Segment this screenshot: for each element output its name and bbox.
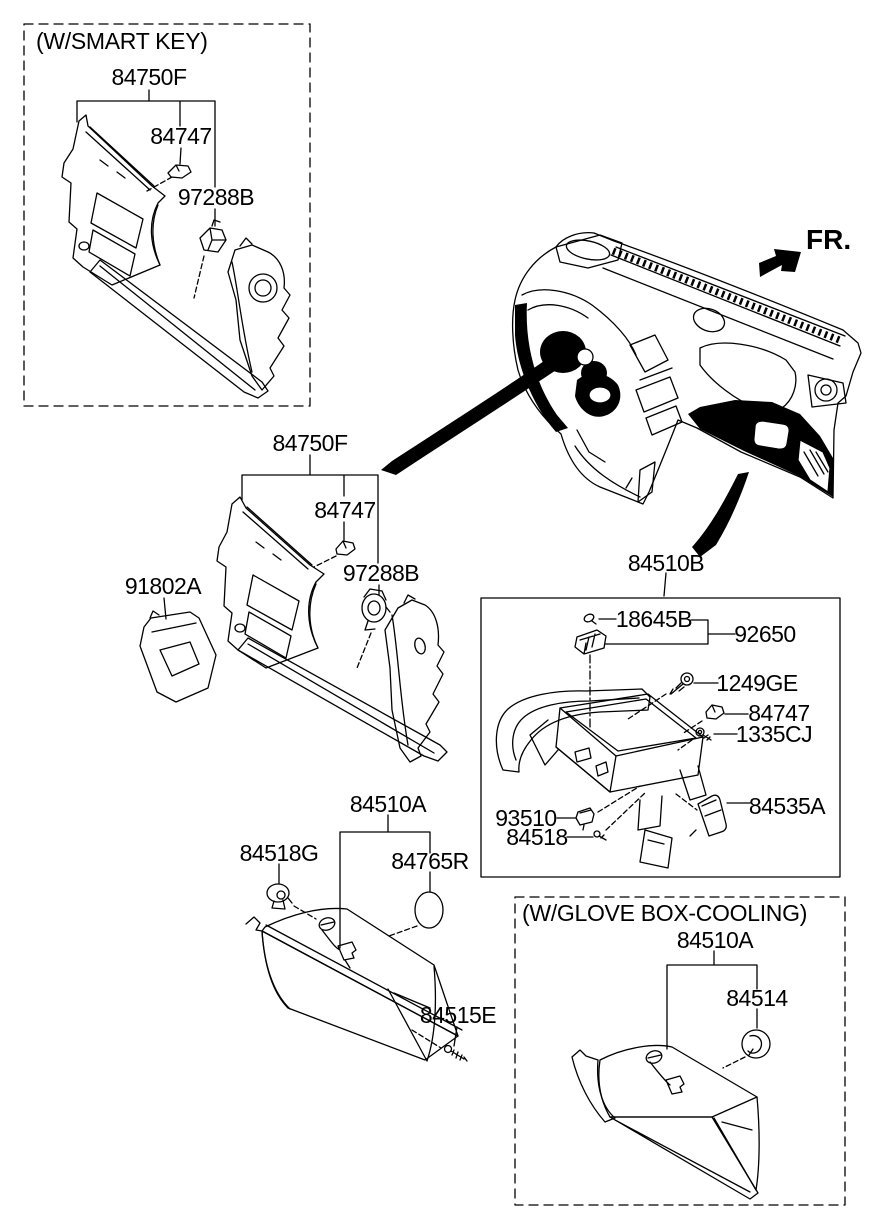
- part-label-97288b-main: 97288B: [342, 560, 420, 586]
- part-label-1249ge: 1249GE: [716, 670, 798, 696]
- part-label-84747-smart-key: 84747: [150, 123, 212, 149]
- smart-key-section-title: (W/SMART KEY): [36, 28, 208, 54]
- part-label-93510: 93510: [495, 805, 557, 831]
- part-label-84515e: 84515E: [419, 1002, 497, 1028]
- fr-direction-arrow-icon: [759, 249, 801, 277]
- part-label-18645b: 18645B: [615, 606, 693, 632]
- pointer-swoosh-to-glove-housing: [692, 472, 749, 557]
- part-label-92650: 92650: [734, 621, 796, 647]
- glove-housing-section-box: [480, 597, 841, 878]
- key-illumination-97288b-drawing: [361, 588, 391, 631]
- fr-direction-label: FR.: [806, 224, 852, 255]
- start-switch-97288b-drawing: [199, 219, 227, 253]
- damper-84535a-drawing: [689, 794, 727, 837]
- part-label-84510a: 84510A: [349, 791, 427, 817]
- switch-93510-drawing: [575, 807, 595, 831]
- crash-pad-panel-main-drawing: [216, 496, 448, 763]
- fuse-cover-91802a-drawing: [139, 610, 217, 703]
- screw-1335cj-drawing: [695, 727, 712, 741]
- glove-housing-84510b-drawing: [495, 688, 707, 869]
- part-label-84747-housing: 84747: [748, 700, 810, 726]
- crash-pad-panel-smart-key-drawing: [61, 114, 291, 399]
- part-label-84514: 84514: [726, 985, 788, 1011]
- screw-1249ge-drawing: [669, 672, 694, 695]
- part-label-1335cj: 1335CJ: [735, 721, 813, 747]
- part-label-97288b-smart-key: 97288B: [177, 184, 255, 210]
- part-label-84535a: 84535A: [748, 793, 826, 819]
- screw-84518-drawing: [593, 830, 607, 841]
- clip-84747-main-drawing: [335, 540, 356, 556]
- grommet-84514-drawing: [741, 1029, 771, 1059]
- part-label-84750f-main: 84750F: [272, 430, 348, 456]
- part-label-84750f-smart-key: 84750F: [111, 64, 187, 90]
- bulb-18645b-drawing: [583, 613, 597, 625]
- pad-84765r-drawing: [414, 891, 444, 929]
- part-label-84747-main: 84747: [314, 497, 376, 523]
- part-label-84510b: 84510B: [627, 550, 705, 576]
- defroster-hatch: [611, 247, 844, 345]
- lamp-92650-drawing: [574, 629, 607, 655]
- part-label-84518g: 84518G: [239, 840, 319, 866]
- part-label-91802a: 91802A: [124, 573, 202, 599]
- cooling-section-box: [514, 896, 846, 1206]
- smart-key-leader-lines: [76, 89, 216, 299]
- cooling-section-title: (W/GLOVE BOX-COOLING): [522, 900, 808, 926]
- glove-box-opening-shadow: [688, 400, 833, 497]
- clip-84747-housing-drawing: [705, 704, 725, 720]
- dashboard-overview-drawing: [511, 232, 862, 505]
- cooling-leader-lines: [666, 950, 758, 1069]
- glove-box-cooling-84510a-drawing: [571, 1044, 760, 1200]
- screw-84515e-drawing: [443, 1044, 468, 1062]
- stopper-84518g-drawing: [266, 883, 293, 910]
- cluster-shadow-band: [515, 303, 568, 432]
- part-label-84510a-cooling: 84510A: [676, 927, 754, 953]
- housing-leader-lines: [556, 572, 751, 838]
- clip-84747-smart-key-drawing: [167, 164, 192, 179]
- glove-box-84510a-drawing: [245, 907, 463, 1062]
- part-label-84518: 84518: [506, 824, 568, 850]
- pointer-swoosh-to-crash-pad: [381, 352, 568, 475]
- part-label-84765r: 84765R: [391, 848, 469, 874]
- smart-key-section-box: [23, 23, 311, 407]
